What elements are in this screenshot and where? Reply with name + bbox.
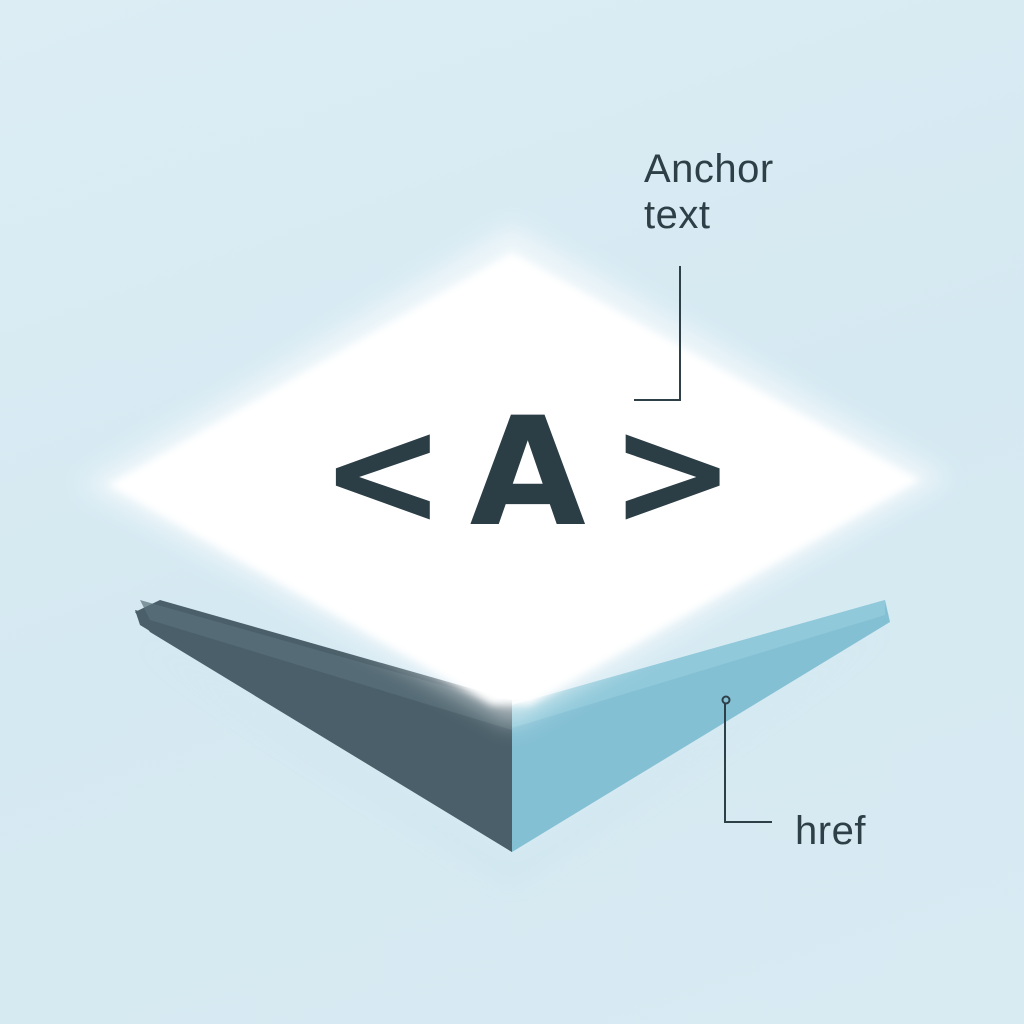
href-anchor-dot xyxy=(721,695,731,705)
anchor-text-label-line2: text xyxy=(644,193,711,237)
href-label: href xyxy=(795,809,866,853)
anchor-text-label-line1: Anchor xyxy=(644,147,774,191)
anchor-tag-glyph: <A> xyxy=(320,386,760,560)
href-leader-line xyxy=(724,704,772,823)
anchor-text-leader-line xyxy=(634,266,681,401)
right-side-face xyxy=(512,600,890,852)
anchor-text-label: Anchor text xyxy=(644,146,774,238)
